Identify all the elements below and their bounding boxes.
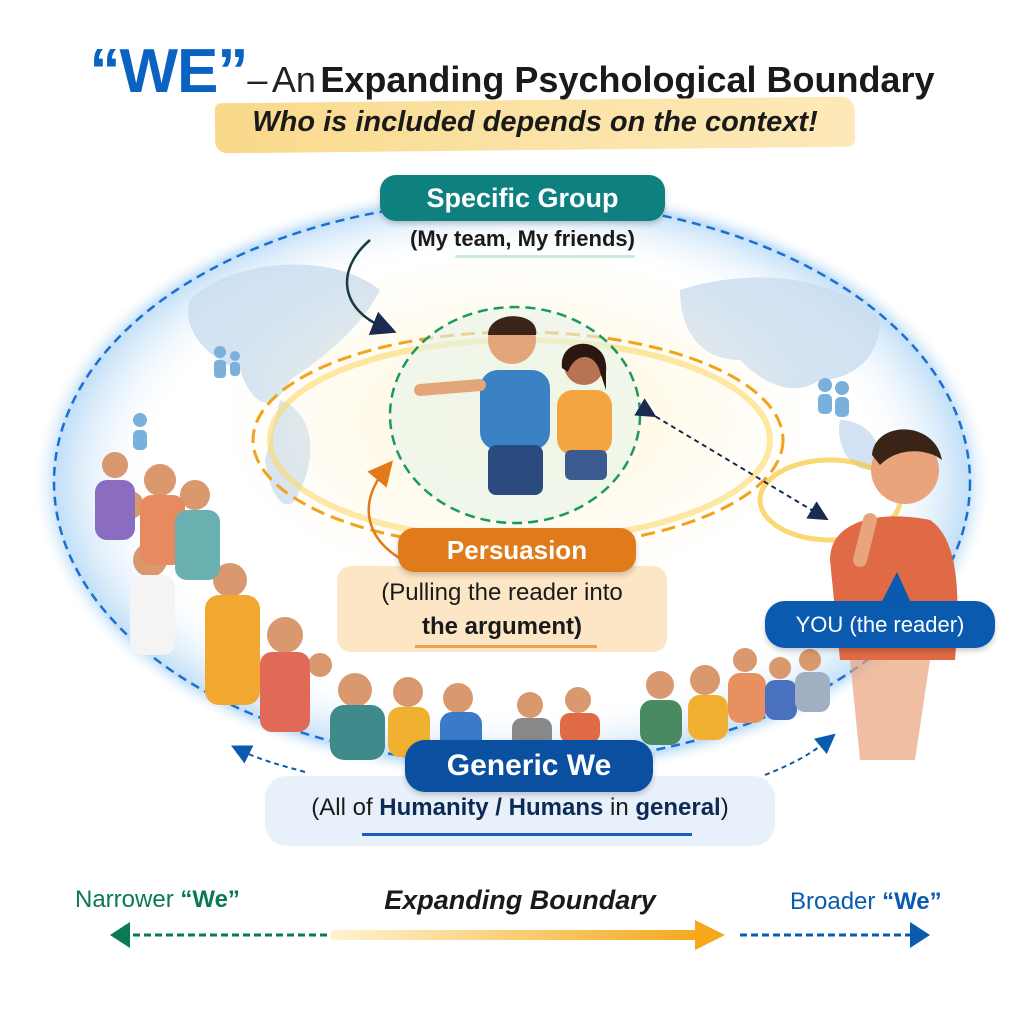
specific-group-label: Specific Group xyxy=(380,175,665,221)
crowd-illustration xyxy=(95,346,849,760)
title-dash: – xyxy=(247,59,268,100)
specific-group-underline xyxy=(455,255,635,258)
persuasion-line2: the argument) xyxy=(421,613,582,640)
generic-we-label: Generic We xyxy=(405,740,653,792)
reader-link-arrow xyxy=(634,398,829,521)
expanding-boundary-label: Expanding Boundary xyxy=(384,885,656,915)
persuasion-underline xyxy=(415,645,597,648)
desc-text: (All of xyxy=(311,794,380,821)
you-reader-label: YOU (the reader) xyxy=(765,601,995,648)
generic-we-underline xyxy=(362,833,692,836)
scale-arrow xyxy=(110,920,930,950)
broader-we-label: Broader “We” xyxy=(790,888,942,916)
title-we: “WE” xyxy=(89,37,249,106)
title-an: An xyxy=(271,59,316,100)
subtitle: Who is included depends on the context! xyxy=(252,106,818,138)
broader-text: Broader xyxy=(790,888,883,915)
you-pointer xyxy=(880,572,912,605)
specific-group-description: (My team, My friends) xyxy=(410,226,635,251)
title-main: Expanding Psychological Boundary xyxy=(320,59,935,100)
page-title: “WE”– An Expanding Psychological Boundar… xyxy=(0,36,1024,107)
narrower-we-label: Narrower “We” xyxy=(75,886,240,914)
persuasion-description: (Pulling the reader into the argument) xyxy=(337,566,667,652)
desc-general: general xyxy=(635,794,721,821)
narrower-we: “We” xyxy=(180,886,240,913)
central-couple-illustration xyxy=(414,316,612,495)
broader-we: “We” xyxy=(882,888,942,915)
persuasion-label: Persuasion xyxy=(398,528,636,572)
persuasion-arrow xyxy=(367,460,413,567)
expand-right-arrow xyxy=(764,733,836,776)
desc-text: ) xyxy=(720,794,729,821)
specific-group-arrow xyxy=(345,239,397,335)
expand-left-arrow xyxy=(231,745,306,773)
desc-text: in xyxy=(603,794,636,821)
persuasion-line1: (Pulling the reader into xyxy=(381,579,623,606)
desc-humanity: Humanity / Humans xyxy=(379,794,604,821)
narrower-text: Narrower xyxy=(75,886,181,913)
